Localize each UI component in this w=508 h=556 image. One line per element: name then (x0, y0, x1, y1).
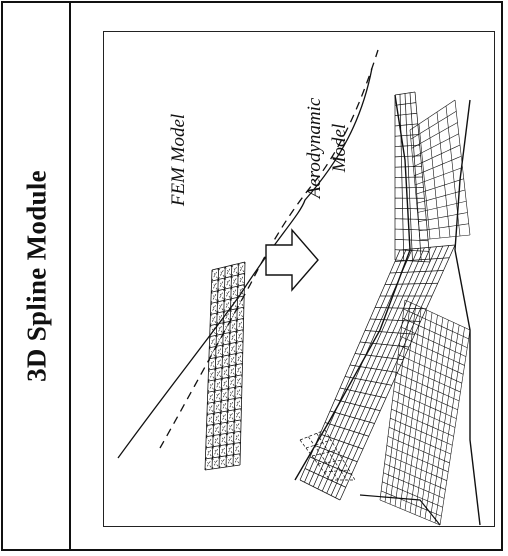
aerodynamic-model-label-line2: Model (329, 124, 350, 174)
fem-model-label: FEM Model (168, 114, 189, 207)
fem-mesh (205, 262, 245, 470)
aerodynamic-model-label-line1: Aerodynamic (304, 97, 325, 200)
transition-arrow (266, 230, 318, 290)
fem-beam-lines (118, 50, 378, 458)
